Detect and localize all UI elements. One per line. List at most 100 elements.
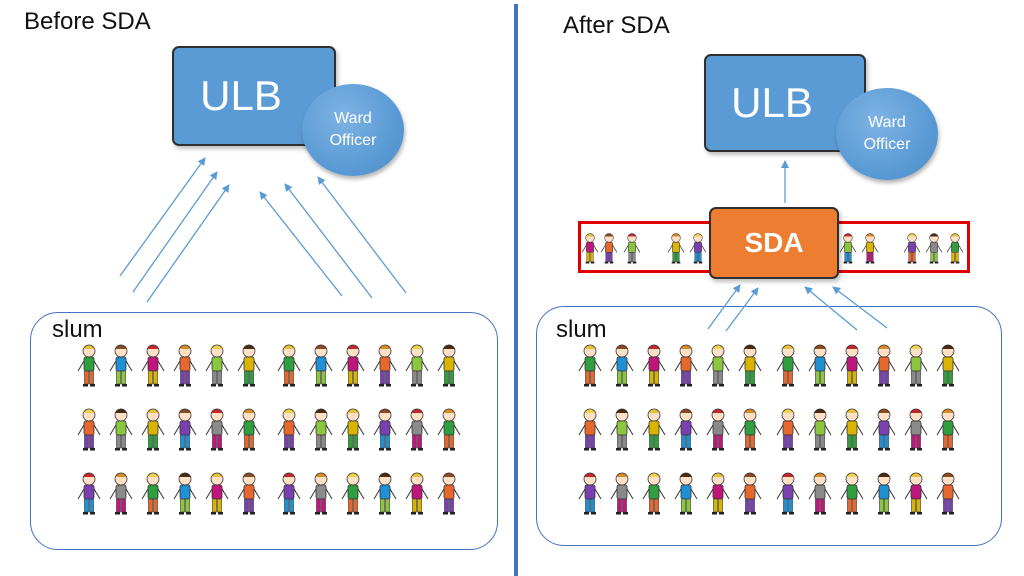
after-sda-title: After SDA (563, 12, 670, 39)
panel-divider (514, 4, 518, 576)
person-figure (373, 408, 397, 451)
slum-box-after (536, 306, 1002, 546)
arrow (707, 284, 741, 330)
person-figure (642, 472, 666, 515)
person-figure (904, 408, 928, 451)
person-figure (861, 233, 879, 264)
person-figure (141, 472, 165, 515)
person-figure (610, 344, 634, 387)
before-sda-title: Before SDA (24, 8, 151, 35)
person-figure (936, 472, 960, 515)
person-figure (808, 472, 832, 515)
arrow (804, 286, 858, 331)
person-figure (936, 408, 960, 451)
arrow (259, 191, 343, 297)
person-figure (610, 408, 634, 451)
person-figure (808, 408, 832, 451)
sda-box: SDA (709, 207, 839, 279)
person-figure (578, 344, 602, 387)
arrow (725, 287, 759, 332)
person-figure (578, 408, 602, 451)
person-figure (674, 472, 698, 515)
person-figure (581, 233, 599, 264)
person-figure (341, 344, 365, 387)
person-figure (205, 344, 229, 387)
ward-officer-label-line1: Ward (334, 110, 372, 127)
arrow (284, 183, 373, 299)
arrow (317, 176, 407, 294)
person-figure (77, 344, 101, 387)
person-figure (946, 233, 964, 264)
person-figure (109, 408, 133, 451)
person-figure (776, 408, 800, 451)
person-figure (237, 472, 261, 515)
person-figure (341, 408, 365, 451)
person-figure (437, 344, 461, 387)
ward-officer-label-line2: Officer (329, 132, 377, 149)
person-figure (341, 472, 365, 515)
person-figure (776, 472, 800, 515)
slum-label-after: slum (556, 316, 607, 343)
person-figure (776, 344, 800, 387)
person-figure (840, 408, 864, 451)
slum-box-before (30, 312, 498, 550)
person-figure (706, 472, 730, 515)
person-figure (872, 472, 896, 515)
person-figure (936, 344, 960, 387)
person-figure (689, 233, 707, 264)
person-figure (141, 344, 165, 387)
person-figure (925, 233, 943, 264)
person-figure (738, 344, 762, 387)
person-figure (674, 344, 698, 387)
person-figure (405, 344, 429, 387)
person-figure (738, 408, 762, 451)
arrow (832, 286, 888, 329)
person-figure (840, 472, 864, 515)
person-figure (405, 408, 429, 451)
ward-officer-circle-after: Ward Officer (836, 88, 938, 180)
person-figure (237, 344, 261, 387)
ward-officer-circle-before: Ward Officer (302, 84, 404, 176)
person-figure (277, 408, 301, 451)
person-figure (309, 344, 333, 387)
person-figure (237, 408, 261, 451)
person-figure (872, 344, 896, 387)
person-figure (205, 472, 229, 515)
person-figure (904, 472, 928, 515)
person-figure (173, 408, 197, 451)
ward-officer-label-line1: Ward (868, 114, 906, 131)
person-figure (373, 344, 397, 387)
arrow (146, 184, 230, 303)
person-figure (277, 344, 301, 387)
person-figure (437, 408, 461, 451)
person-figure (109, 472, 133, 515)
person-figure (808, 344, 832, 387)
slum-label-before: slum (52, 316, 103, 343)
person-figure (610, 472, 634, 515)
person-figure (173, 472, 197, 515)
person-figure (141, 408, 165, 451)
ulb-label: ULB (731, 79, 813, 126)
person-figure (173, 344, 197, 387)
person-figure (667, 233, 685, 264)
sda-label: SDA (744, 227, 804, 258)
person-figure (904, 344, 928, 387)
person-figure (277, 472, 301, 515)
ward-officer-label-line2: Officer (863, 136, 911, 153)
person-figure (77, 472, 101, 515)
person-figure (623, 233, 641, 264)
person-figure (674, 408, 698, 451)
person-figure (373, 472, 397, 515)
person-figure (839, 233, 857, 264)
person-figure (738, 472, 762, 515)
arrow (119, 157, 206, 277)
person-figure (706, 344, 730, 387)
person-figure (309, 472, 333, 515)
person-figure (109, 344, 133, 387)
person-figure (840, 344, 864, 387)
person-figure (642, 408, 666, 451)
person-figure (706, 408, 730, 451)
person-figure (437, 472, 461, 515)
person-figure (642, 344, 666, 387)
